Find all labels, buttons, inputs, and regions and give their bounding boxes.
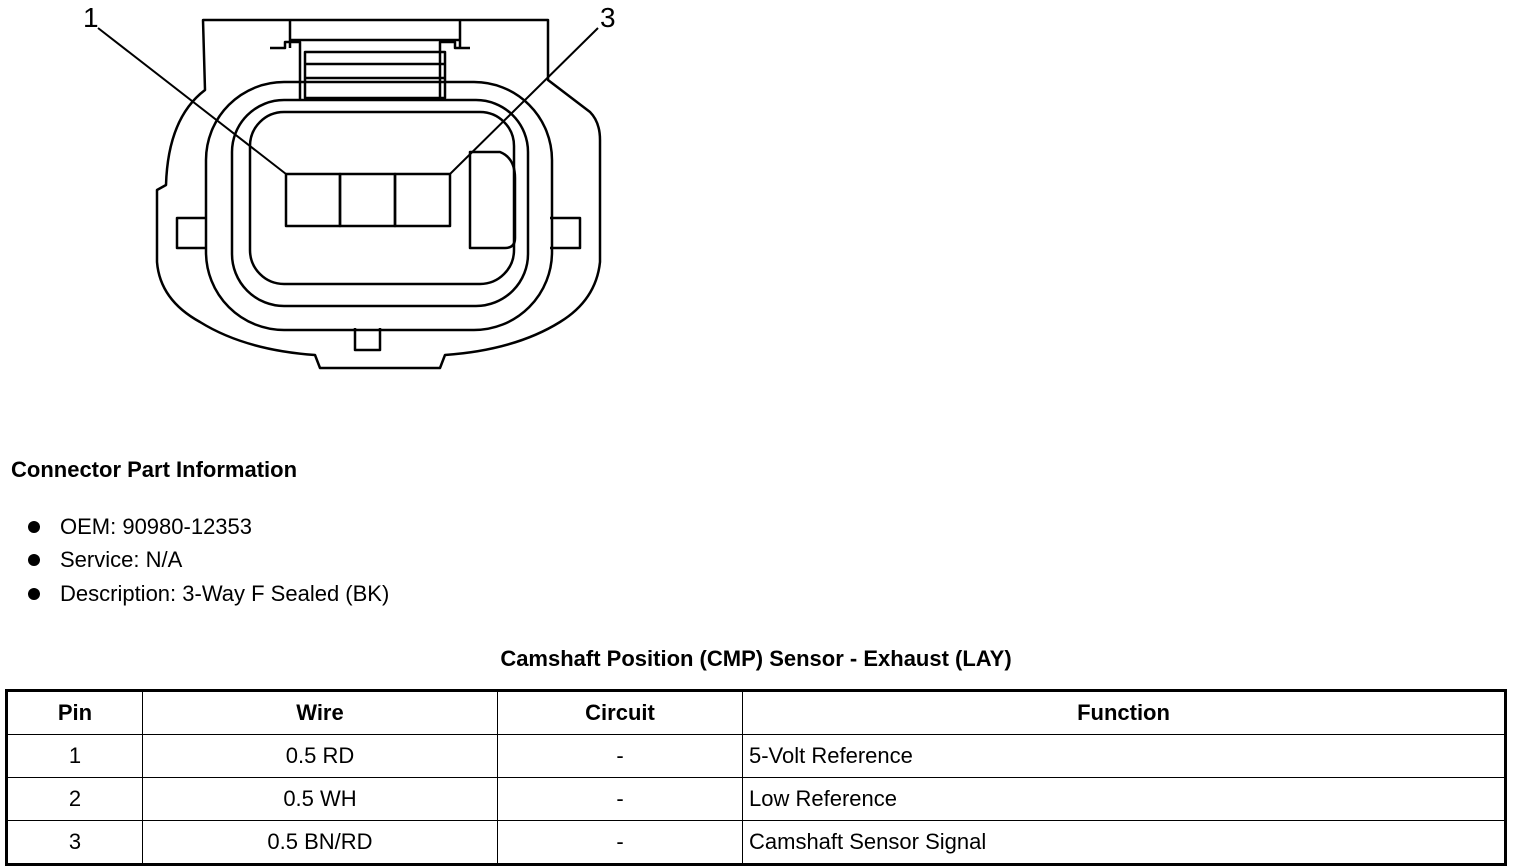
list-item: OEM: 90980-12353 (28, 510, 389, 544)
table-header-row: Pin Wire Circuit Function (6, 690, 1506, 735)
left-tab (175, 216, 205, 250)
latch-body (303, 50, 447, 100)
connector-housing-outline (155, 18, 602, 370)
cell-circuit: - (497, 820, 743, 865)
connector-cavity (248, 110, 516, 286)
latch-frame (270, 40, 470, 100)
cell-circuit: - (497, 734, 743, 778)
pin-3-leader (449, 27, 599, 175)
connector-description: Description: 3-Way F Sealed (BK) (60, 580, 390, 606)
bullet-icon (28, 554, 40, 567)
bottom-key (353, 328, 382, 352)
cell-wire: 0.5 RD (142, 734, 498, 778)
terminal-3 (393, 172, 452, 228)
table-row: 2 0.5 WH - Low Reference (6, 777, 1506, 821)
table-row: 1 0.5 RD - 5-Volt Reference (6, 734, 1506, 778)
seal-ring-outer (204, 80, 554, 332)
table-title: Camshaft Position (CMP) Sensor - Exhaust… (500, 646, 1012, 671)
right-tab (550, 216, 582, 250)
seal-ring-middle (230, 98, 530, 308)
terminal-2 (338, 172, 397, 228)
table-row: 3 0.5 BN/RD - Camshaft Sensor Signal (6, 820, 1506, 865)
pin-1-label: 1 (83, 2, 99, 33)
keyway (468, 150, 517, 250)
service-part-number: Service: N/A (60, 547, 183, 573)
oem-part-number: OEM: 90980-12353 (60, 513, 253, 539)
cell-wire: 0.5 WH (142, 777, 498, 821)
terminal-1 (284, 172, 342, 228)
list-item: Description: 3-Way F Sealed (BK) (28, 577, 389, 611)
pin-1-leader (97, 27, 287, 175)
cell-function: Low Reference (742, 777, 1506, 821)
header-function: Function (742, 690, 1506, 735)
cell-pin: 1 (6, 734, 143, 778)
connector-info-list: OEM: 90980-12353 Service: N/A Descriptio… (28, 510, 389, 611)
cell-wire: 0.5 BN/RD (142, 820, 498, 865)
cell-function: Camshaft Sensor Signal (742, 820, 1506, 865)
bullet-icon (28, 520, 40, 533)
connector-face-diagram (97, 18, 602, 370)
connector-info-heading: Connector Part Information (11, 457, 298, 482)
list-item: Service: N/A (28, 544, 389, 578)
bullet-icon (28, 587, 40, 600)
cell-pin: 3 (6, 820, 143, 865)
header-pin: Pin (6, 690, 143, 735)
header-circuit: Circuit (497, 690, 743, 735)
cell-function: 5-Volt Reference (742, 734, 1506, 778)
cell-pin: 2 (6, 777, 143, 821)
pinout-table: Pin Wire Circuit Function 1 0.5 RD - 5-V… (5, 689, 1507, 866)
header-wire: Wire (142, 690, 498, 735)
cell-circuit: - (497, 777, 743, 821)
pin-3-label: 3 (600, 2, 616, 33)
latch (288, 20, 462, 48)
